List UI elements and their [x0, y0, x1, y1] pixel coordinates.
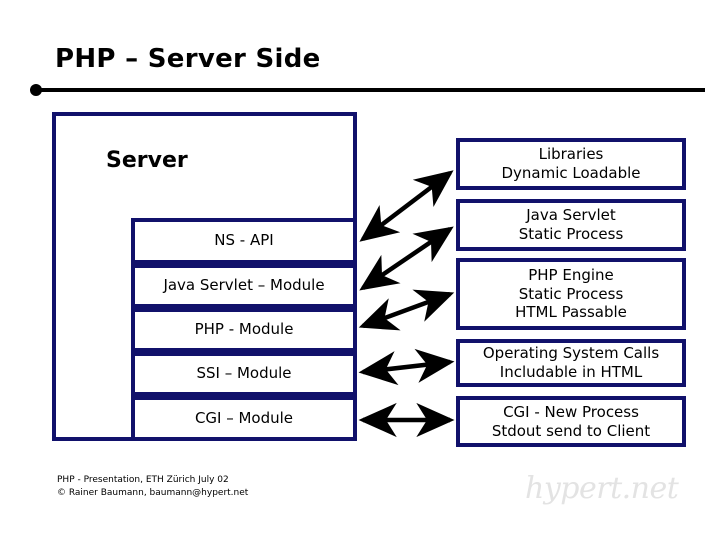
arrow-ns-api-to-libraries	[359, 170, 454, 242]
right-box-php-engine: PHP Engine Static Process HTML Passable	[456, 258, 686, 330]
module-box-cgi: CGI – Module	[131, 396, 357, 441]
arrow-java-servlet-to-java-servlet	[359, 226, 454, 291]
arrow-php-module-to-php-engine	[358, 289, 455, 331]
right-box-java-servlet: Java Servlet Static Process	[456, 199, 686, 251]
server-label: Server	[106, 148, 188, 173]
arrow-ssi-to-os-calls	[358, 348, 455, 386]
module-box-java-servlet: Java Servlet – Module	[131, 264, 357, 308]
right-box-operating-system-calls: Operating System Calls Includable in HTM…	[456, 339, 686, 387]
right-box-libraries: Libraries Dynamic Loadable	[456, 138, 686, 190]
right-box-cgi-new-process: CGI - New Process Stdout send to Client	[456, 396, 686, 447]
page-title: PHP – Server Side	[55, 44, 321, 74]
module-box-ssi: SSI – Module	[131, 352, 357, 396]
title-divider-line	[32, 88, 705, 92]
footer-credit: PHP - Presentation, ETH Zürich July 02 ©…	[57, 475, 249, 499]
module-box-ns-api: NS - API	[131, 218, 357, 264]
hypert-logo: hypert.net	[525, 471, 679, 506]
module-box-php: PHP - Module	[131, 308, 357, 352]
